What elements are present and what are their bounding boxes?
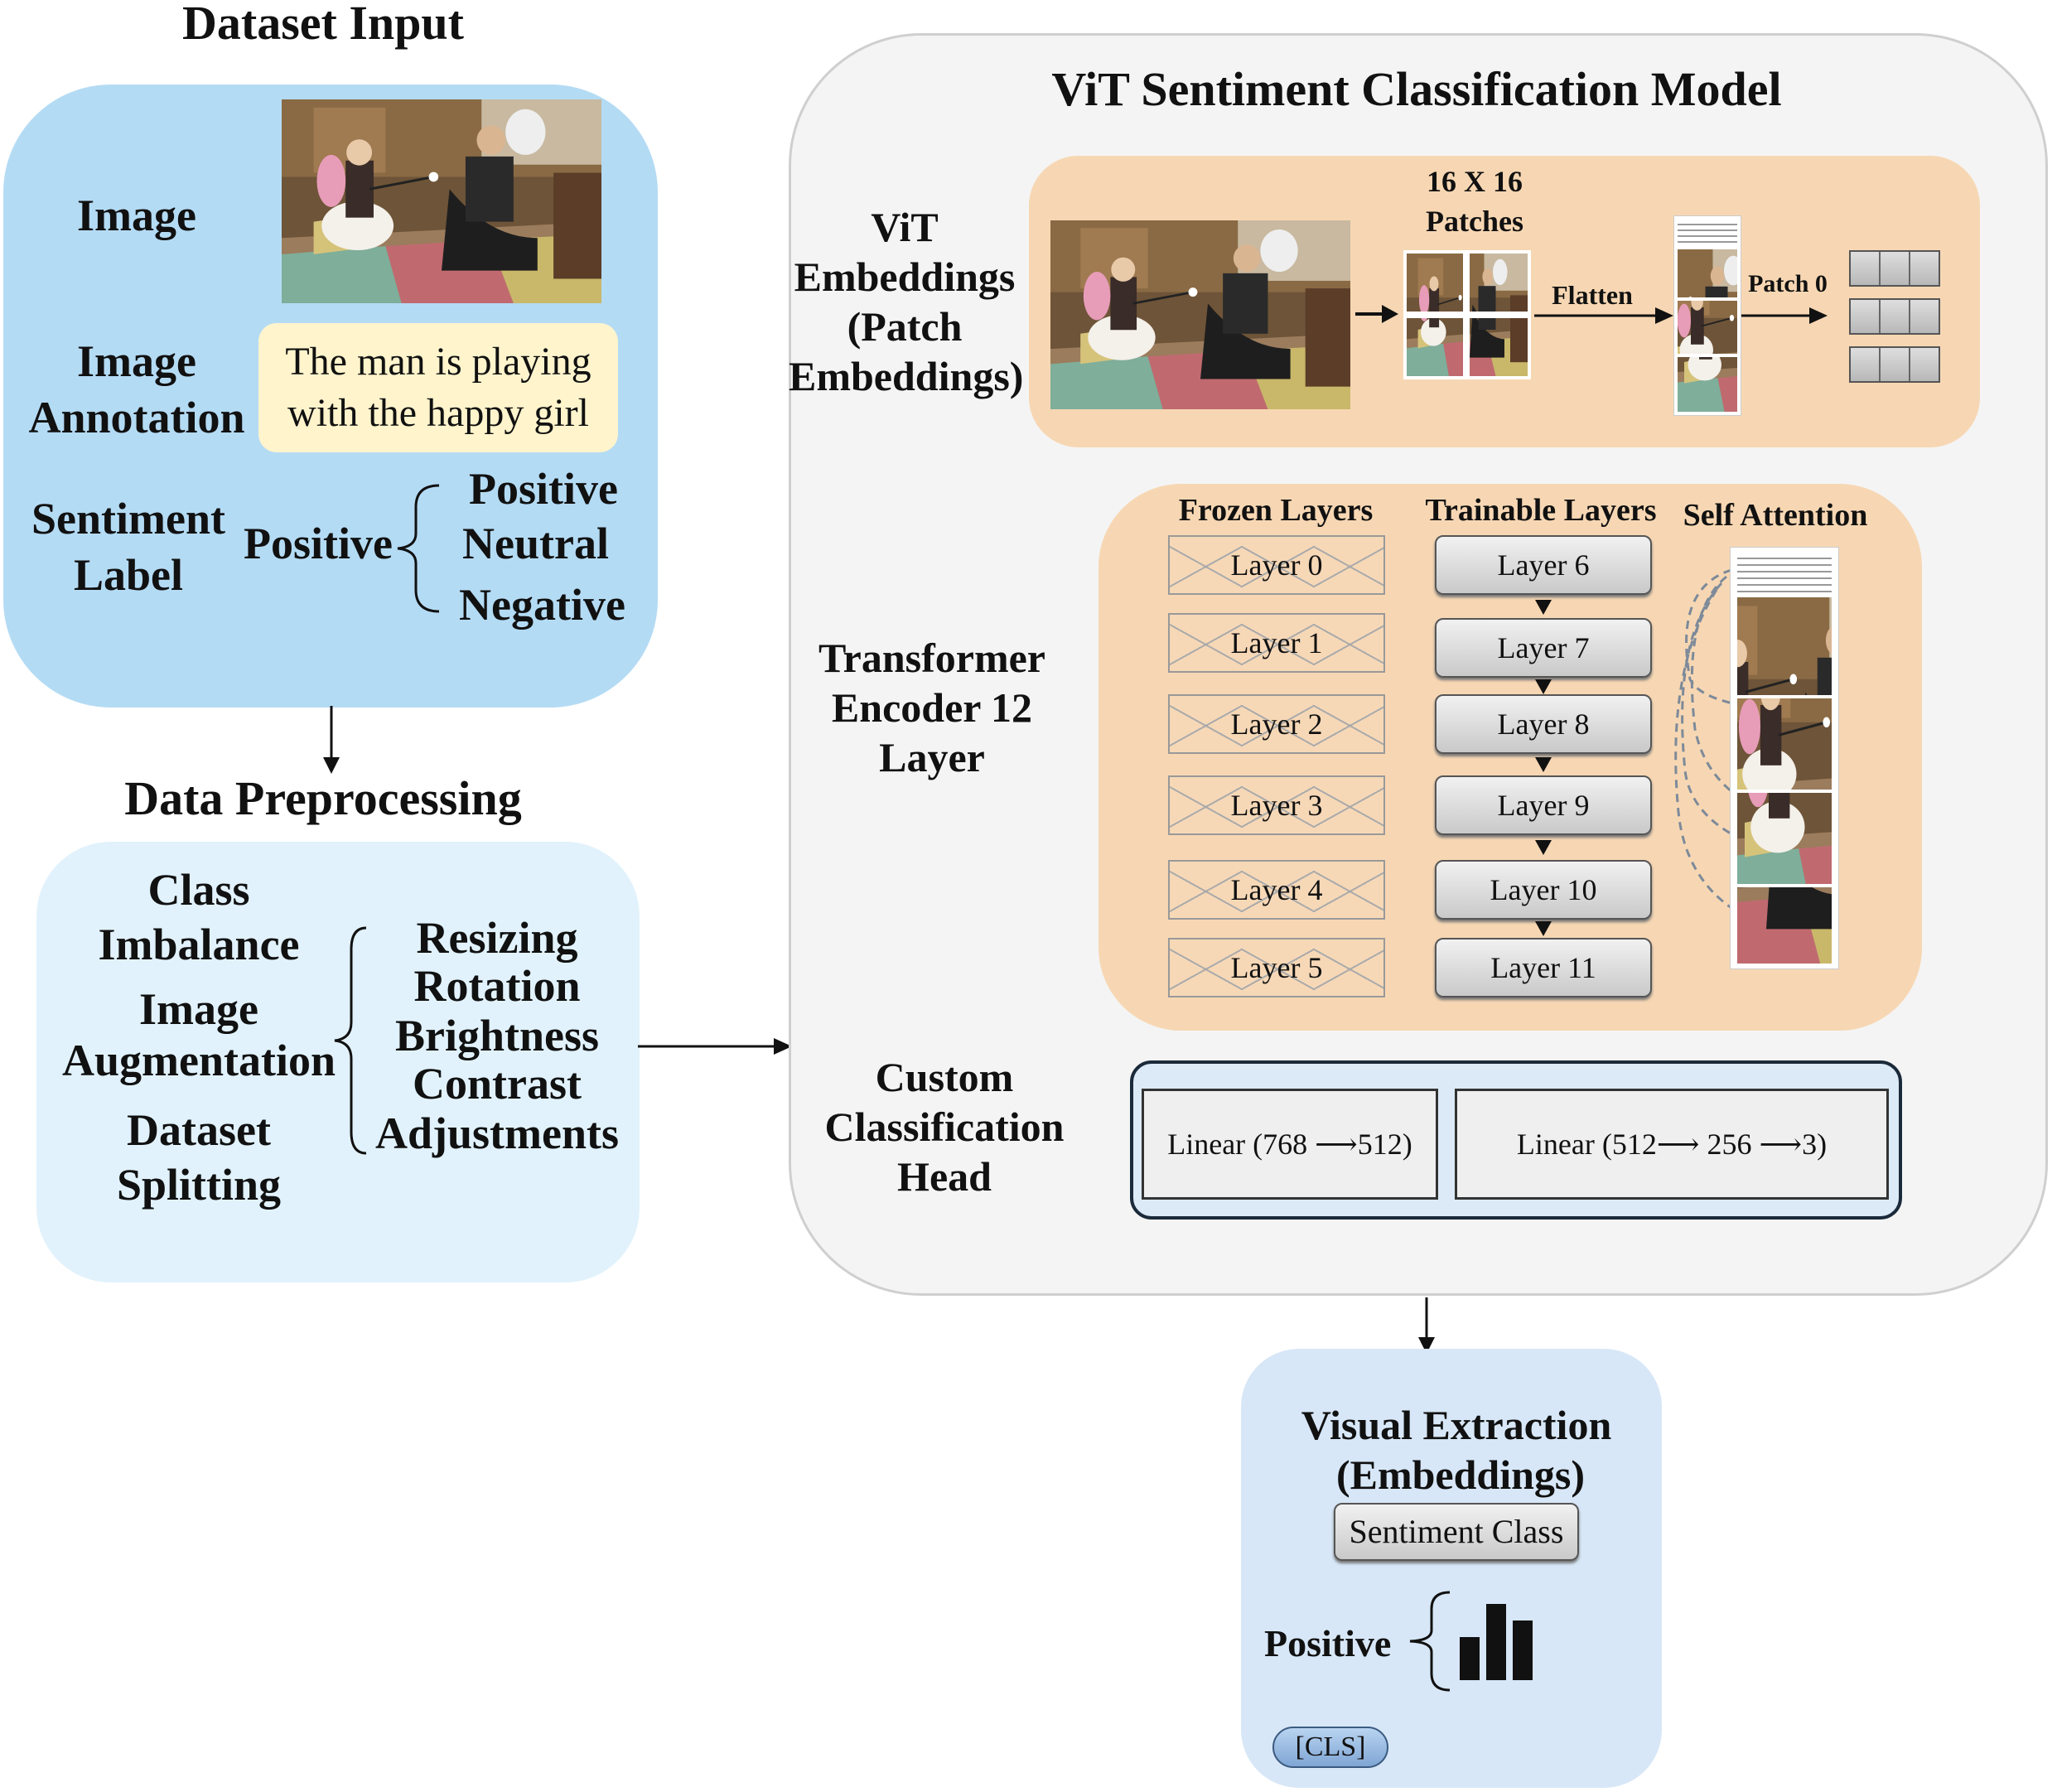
image-label: Image: [77, 191, 196, 240]
trainable-layer-7: Layer 7: [1435, 618, 1652, 678]
augmentation-brace: [334, 926, 367, 1155]
encoder-label-line3: Layer: [879, 734, 985, 780]
patches-label-line2: Patches: [1426, 205, 1523, 238]
step-class-imbalance-line1: Class: [147, 865, 250, 915]
sentiment-label-line2: Label: [73, 550, 184, 600]
arrow-input-to-preprocessing: [323, 706, 340, 774]
annotation-text-box: The man is playing with the happy girl: [258, 323, 618, 452]
embedding-vector-3: [1849, 346, 1940, 383]
bar-chart-icon: [1460, 1604, 1533, 1680]
attention-patch-1: [1737, 597, 1832, 695]
input-image: [282, 99, 601, 303]
trainable-layer-6: Layer 6: [1435, 535, 1652, 595]
sentiment-brace: [397, 484, 440, 613]
embeddings-label-line1: ViT: [871, 204, 939, 250]
embeddings-label-line2: Embeddings: [794, 254, 1016, 300]
attention-patch-4: [1737, 887, 1832, 964]
self-attention-strip: [1730, 547, 1839, 969]
result-brace: [1409, 1591, 1451, 1692]
preprocessing-title: Data Preprocessing: [124, 771, 522, 825]
patch0-label: Patch 0: [1748, 270, 1828, 297]
arrow-image-to-patches: [1355, 305, 1398, 323]
frozen-layer-1: Layer 1: [1168, 613, 1385, 673]
annotation-label-line1: Image: [77, 336, 196, 386]
trainable-layer-11: Layer 11: [1435, 938, 1652, 997]
sentiment-option-positive: Positive: [469, 464, 618, 514]
flatten-label: Flatten: [1552, 280, 1633, 310]
augmentation-rotation: Rotation: [413, 961, 581, 1011]
strip-patch-1: [1678, 249, 1737, 297]
vit-model-title: ViT Sentiment Classification Model: [1051, 62, 1782, 116]
annotation-text-line1: The man is playing: [285, 340, 592, 384]
arrow-model-to-visual: [1418, 1297, 1435, 1354]
step-image-augmentation-line2: Augmentation: [61, 1036, 336, 1085]
cls-token-badge: [CLS]: [1272, 1727, 1388, 1768]
frozen-layer-4: Layer 4: [1168, 860, 1385, 920]
embeddings-label-line4: Embeddings): [789, 353, 1024, 399]
augmentation-adjustments: Adjustments: [374, 1109, 620, 1158]
encoder-label-line2: Encoder 12: [831, 684, 1033, 731]
patches-grid: [1403, 250, 1531, 379]
patch-tile-2: [1470, 254, 1528, 312]
flattened-patch-strip: [1673, 215, 1741, 416]
strip-patch-2: [1678, 301, 1737, 354]
trainable-connectors: [1535, 600, 1552, 936]
attention-strip-lines: [1737, 553, 1832, 594]
attention-patch-3: [1737, 793, 1832, 884]
linear-layer-2: Linear (512⟶ 256 ⟶3): [1455, 1089, 1889, 1200]
sentiment-result: Positive: [1264, 1622, 1392, 1664]
embedding-vector-1: [1849, 250, 1940, 287]
head-label-line1: Custom: [875, 1054, 1014, 1100]
transformer-encoder-label: Transformer Encoder 12 Layer: [795, 633, 1069, 782]
embedding-input-image: [1050, 220, 1350, 409]
step-image-augmentation-line1: Image: [139, 984, 258, 1034]
arrow-flatten: [1534, 307, 1673, 324]
sentiment-value: Positive: [244, 519, 393, 568]
step-class-imbalance-line2: Imbalance: [98, 920, 300, 969]
augmentation-brightness: Brightness: [394, 1011, 600, 1060]
dataset-input-title: Dataset Input: [182, 0, 464, 50]
annotation-label-line2: Annotation: [28, 393, 245, 442]
sentiment-class-button[interactable]: Sentiment Class: [1334, 1503, 1579, 1561]
attention-patch-2: [1737, 698, 1832, 790]
frozen-layer-3: Layer 3: [1168, 775, 1385, 835]
sentiment-option-neutral: Neutral: [462, 519, 609, 568]
patch-tile-1: [1407, 254, 1463, 312]
frozen-layers-title: Frozen Layers: [1178, 493, 1374, 528]
sentiment-label-line1: Sentiment: [31, 494, 225, 543]
arrow-patch0: [1741, 307, 1828, 324]
arrow-preprocessing-to-model: [638, 1038, 792, 1055]
augmentation-contrast: Contrast: [413, 1059, 582, 1109]
vit-embeddings-label: ViT Embeddings (Patch Embeddings): [789, 202, 1024, 401]
linear-layer-1: Linear (768 ⟶512): [1142, 1089, 1438, 1200]
visual-extraction-panel: [1241, 1349, 1662, 1788]
augmentation-resizing: Resizing: [416, 913, 578, 963]
embedding-vector-2: [1849, 298, 1940, 335]
trainable-layer-10: Layer 10: [1435, 860, 1652, 920]
self-attention-title: Self Attention: [1683, 498, 1868, 533]
strip-lines: [1678, 220, 1737, 246]
encoder-label-line1: Transformer: [818, 635, 1045, 681]
step-dataset-splitting-line2: Splitting: [116, 1160, 282, 1210]
patch-tile-3: [1407, 318, 1463, 376]
frozen-layer-5: Layer 5: [1168, 938, 1385, 997]
strip-patch-3: [1678, 357, 1737, 412]
trainable-layer-9: Layer 9: [1435, 775, 1652, 835]
embeddings-label-line3: (Patch: [847, 303, 963, 350]
trainable-layer-8: Layer 8: [1435, 694, 1652, 754]
frozen-layer-2: Layer 2: [1168, 694, 1385, 754]
annotation-text-line2: with the happy girl: [287, 391, 589, 435]
sentiment-option-negative: Negative: [459, 580, 625, 630]
head-label-line3: Head: [897, 1153, 992, 1200]
classification-head-label: Custom Classification Head: [795, 1052, 1094, 1201]
visual-extraction-title-line2: (Embeddings): [1335, 1451, 1586, 1498]
step-dataset-splitting-line1: Dataset: [127, 1105, 271, 1155]
preprocessing-panel: [36, 842, 640, 1282]
frozen-layer-0: Layer 0: [1168, 535, 1385, 595]
patches-label-line1: 16 X 16: [1427, 165, 1523, 198]
visual-extraction-title-line1: Visual Extraction: [1301, 1402, 1612, 1448]
patch-tile-4: [1470, 318, 1528, 376]
head-label-line2: Classification: [824, 1104, 1065, 1150]
trainable-layers-title: Trainable Layers: [1425, 493, 1657, 528]
